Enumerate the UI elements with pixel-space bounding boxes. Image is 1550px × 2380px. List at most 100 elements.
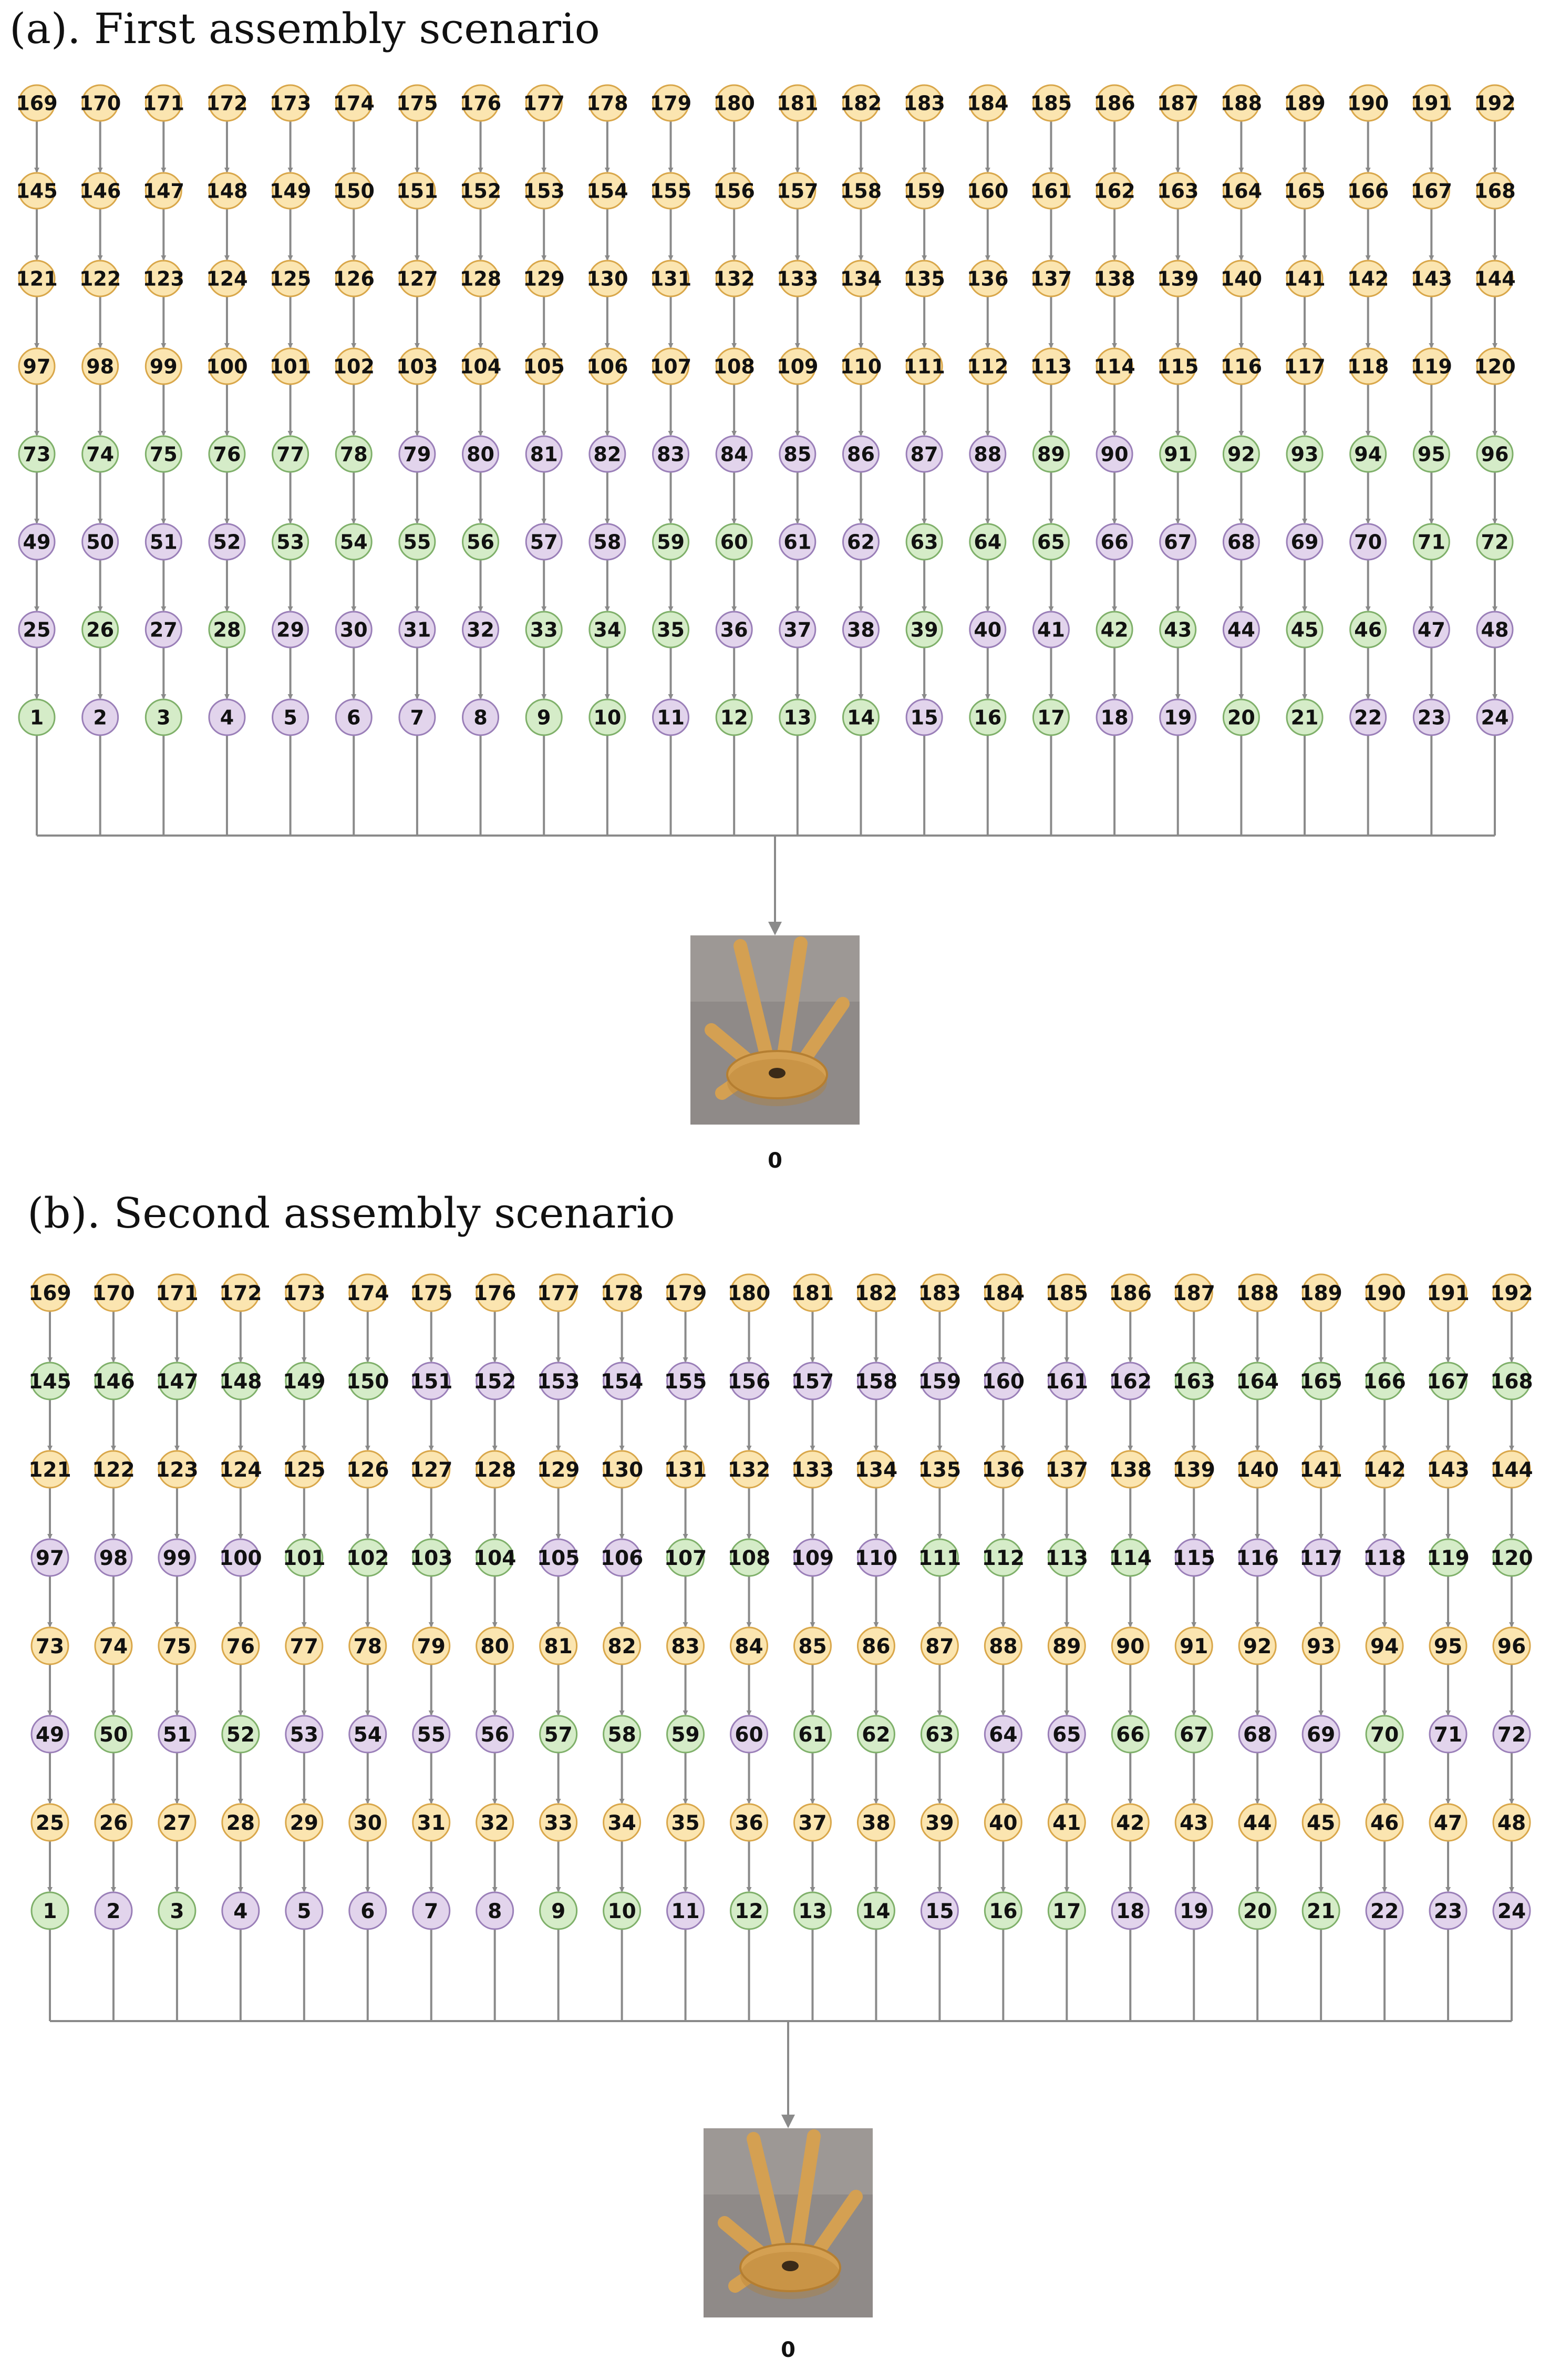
part-node-label: 60 <box>735 1723 763 1747</box>
part-node: 18 <box>1111 1891 1150 1930</box>
part-node: 23 <box>1429 1891 1468 1930</box>
part-node: 22 <box>1365 1891 1404 1930</box>
part-node: 82 <box>588 435 626 473</box>
part-node-label: 19 <box>1180 1900 1208 1923</box>
part-node-label: 78 <box>340 443 368 466</box>
part-node-label: 36 <box>735 1811 763 1835</box>
part-node-label: 53 <box>290 1723 318 1747</box>
part-node-label: 192 <box>1490 1282 1533 1305</box>
part-node: 191 <box>1411 84 1452 122</box>
part-node: 6 <box>335 698 373 736</box>
part-node: 23 <box>1412 698 1450 736</box>
part-node-label: 8 <box>473 706 487 729</box>
part-node-label: 74 <box>86 443 114 466</box>
part-node-label: 121 <box>28 1458 71 1482</box>
part-node-label: 191 <box>1427 1282 1469 1305</box>
part-node: 95 <box>1412 435 1450 473</box>
part-node-label: 121 <box>16 267 57 291</box>
part-node: 93 <box>1286 435 1324 473</box>
part-node: 182 <box>855 1273 897 1312</box>
part-node: 107 <box>650 347 691 385</box>
part-node: 127 <box>410 1450 452 1489</box>
part-node: 186 <box>1093 84 1135 122</box>
part-node-label: 6 <box>360 1900 375 1923</box>
part-node-label: 149 <box>283 1370 325 1394</box>
part-node: 70 <box>1365 1715 1404 1754</box>
part-node: 21 <box>1286 698 1324 736</box>
part-node-label: 55 <box>403 531 431 554</box>
part-node-label: 161 <box>1030 180 1072 203</box>
part-node: 81 <box>525 435 563 473</box>
part-node-label: 41 <box>1037 619 1065 642</box>
part-node: 111 <box>918 1538 961 1577</box>
part-node: 61 <box>793 1715 832 1754</box>
part-node: 155 <box>650 172 691 210</box>
part-node: 55 <box>412 1715 451 1754</box>
part-node-label: 133 <box>791 1458 834 1482</box>
part-node-label: 188 <box>1221 92 1262 115</box>
part-node-label: 179 <box>650 92 691 115</box>
part-node-label: 131 <box>664 1458 707 1482</box>
part-node-label: 29 <box>276 619 304 642</box>
part-node-label: 134 <box>855 1458 897 1482</box>
part-node-label: 159 <box>903 180 945 203</box>
part-node: 84 <box>730 1626 769 1665</box>
part-node-label: 40 <box>989 1811 1017 1835</box>
part-node: 86 <box>842 435 880 473</box>
part-node-label: 90 <box>1101 443 1129 466</box>
part-node: 183 <box>918 1273 961 1312</box>
part-node-label: 10 <box>607 1900 636 1923</box>
part-node-label: 180 <box>714 92 755 115</box>
part-node: 90 <box>1111 1626 1150 1665</box>
part-node-label: 187 <box>1157 92 1198 115</box>
part-node: 128 <box>460 260 501 297</box>
part-node-label: 86 <box>847 443 875 466</box>
part-node: 28 <box>221 1803 260 1842</box>
part-node: 50 <box>94 1715 133 1754</box>
part-node: 134 <box>855 1450 897 1489</box>
part-node-label: 179 <box>664 1282 707 1305</box>
part-node-label: 33 <box>530 619 558 642</box>
part-node: 118 <box>1347 347 1389 385</box>
part-node-label: 52 <box>213 531 241 554</box>
part-node: 149 <box>270 172 311 210</box>
part-node-label: 73 <box>36 1635 64 1658</box>
part-node: 100 <box>206 347 248 385</box>
part-node: 179 <box>664 1273 707 1312</box>
part-node-label: 67 <box>1180 1723 1208 1747</box>
part-node: 141 <box>1299 1450 1342 1489</box>
stool-leg <box>776 936 808 1071</box>
part-node: 143 <box>1411 260 1452 297</box>
part-node: 59 <box>666 1715 705 1754</box>
part-node-label: 149 <box>270 180 311 203</box>
part-node: 136 <box>982 1450 1025 1489</box>
part-node-label: 146 <box>79 180 121 203</box>
part-node-label: 21 <box>1291 706 1319 729</box>
part-node: 10 <box>588 698 626 736</box>
part-node: 8 <box>476 1891 514 1930</box>
part-node: 180 <box>714 84 755 122</box>
part-node-label: 108 <box>728 1547 770 1570</box>
part-node-label: 39 <box>911 619 938 642</box>
part-node: 20 <box>1222 698 1260 736</box>
part-node: 63 <box>905 523 943 561</box>
part-node-label: 89 <box>1037 443 1065 466</box>
part-node-label: 93 <box>1307 1635 1335 1658</box>
part-node: 60 <box>715 523 753 561</box>
part-node: 163 <box>1173 1362 1215 1400</box>
part-node-label: 14 <box>847 706 875 729</box>
part-node: 171 <box>143 84 184 122</box>
part-node-label: 44 <box>1243 1811 1272 1835</box>
part-node: 40 <box>969 611 1007 648</box>
part-node-label: 82 <box>593 443 621 466</box>
part-node: 35 <box>666 1803 705 1842</box>
part-node-label: 58 <box>593 531 621 554</box>
part-node: 108 <box>714 347 755 385</box>
part-node: 29 <box>272 611 309 648</box>
part-node-label: 150 <box>346 1370 389 1394</box>
root-node-label: 0 <box>781 2338 795 2362</box>
part-node-label: 171 <box>143 92 184 115</box>
part-node-label: 167 <box>1411 180 1452 203</box>
part-node: 10 <box>603 1891 642 1930</box>
part-node: 64 <box>969 523 1007 561</box>
